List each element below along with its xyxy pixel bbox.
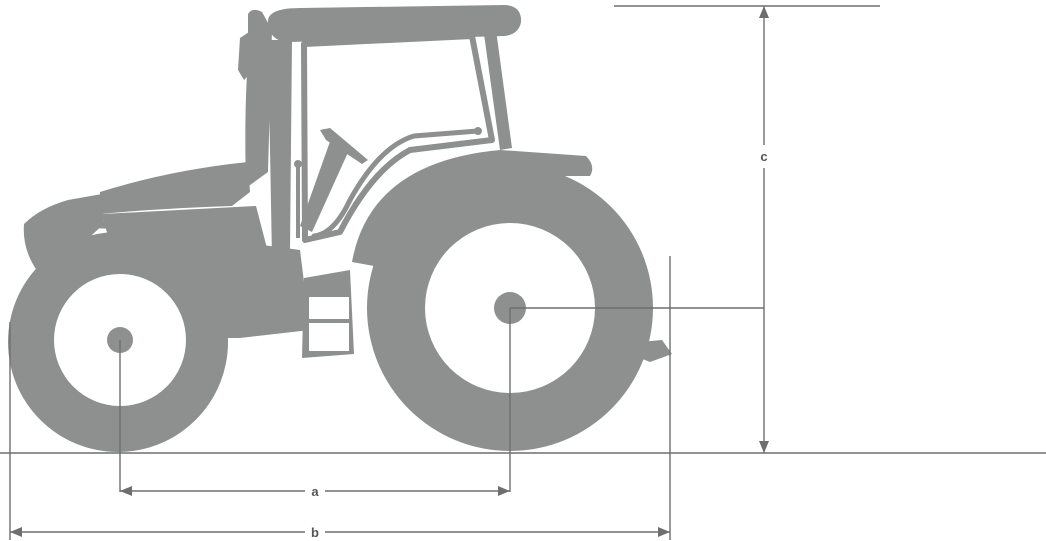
cab-roof: [268, 5, 522, 42]
arrow-c-top: [759, 6, 769, 18]
dimension-c-label: c: [760, 149, 767, 164]
steering-column: [300, 136, 350, 232]
tractor-silhouette: [8, 5, 672, 452]
rear-fender: [352, 150, 593, 266]
dimension-arrows: [10, 6, 769, 537]
engine-hood: [100, 162, 250, 214]
rear-hitch: [640, 340, 672, 362]
arrow-a-right: [498, 486, 510, 496]
mirror: [238, 30, 252, 80]
door-handle-rail: [311, 128, 481, 239]
dimension-b-label: b: [311, 525, 319, 540]
cab-front-pillar: [268, 40, 292, 258]
cab-rear-pillar: [484, 30, 512, 150]
dimension-lines: [0, 5, 1046, 540]
cab-door-frame: [301, 33, 495, 243]
arrow-b-left: [10, 527, 22, 537]
arrow-c-bottom: [759, 441, 769, 453]
arrow-a-left: [120, 486, 132, 496]
front-grille: [23, 194, 104, 272]
arrow-b-right: [658, 527, 670, 537]
dimension-a-label: a: [311, 484, 319, 499]
